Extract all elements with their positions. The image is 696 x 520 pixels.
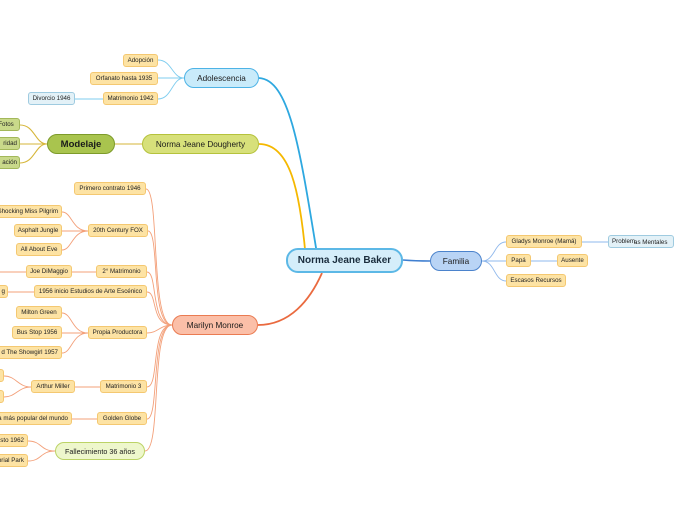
subtopic-arthur-miller[interactable]: Arthur Miller bbox=[31, 380, 75, 393]
topic-familia[interactable]: Familia bbox=[430, 251, 482, 271]
subtopic-estudios-child[interactable]: g bbox=[0, 285, 8, 298]
film-prince-and-the-showgirl[interactable]: d The Showgirl 1957 bbox=[0, 346, 62, 359]
subtopic-primer-contrato[interactable]: Primero contrato 1946 bbox=[74, 182, 146, 195]
subtopic-matrimonio-3[interactable]: Matrimonio 3 bbox=[100, 380, 147, 393]
topic-marilyn-monroe[interactable]: Marilyn Monroe bbox=[172, 315, 258, 335]
marilyn-links bbox=[0, 188, 173, 462]
subtopic-segundo-matrimonio[interactable]: 2° Matrimonio bbox=[96, 265, 147, 278]
subtopic-golden-globe[interactable]: Golden Globe bbox=[97, 412, 147, 425]
adolescencia-links bbox=[75, 59, 185, 100]
subtopic-adopcion[interactable]: Adopción bbox=[123, 54, 158, 67]
subtopic-agosto-1962[interactable]: sto 1962 bbox=[0, 434, 28, 447]
subtopic-miller-child-2 bbox=[0, 390, 4, 403]
subtopic-divorcio-1946[interactable]: Divorcio 1946 bbox=[28, 92, 75, 105]
subtopic-miller-child-1 bbox=[0, 369, 4, 382]
subtopic-orfanato[interactable]: Orfanato hasta 1935 bbox=[90, 72, 158, 85]
subtopic-ausente[interactable]: Ausente bbox=[557, 254, 588, 267]
subtopic-matrimonio-1942[interactable]: Matrimonio 1942 bbox=[103, 92, 158, 105]
subtopic-actriz-mas-popular[interactable]: a más popular del mundo bbox=[0, 412, 72, 425]
topic-adolescencia[interactable]: Adolescencia bbox=[184, 68, 259, 88]
film-shocking-miss-pilgrim[interactable]: Shocking Miss Pilgrim bbox=[0, 205, 62, 218]
subtopic-papa[interactable]: Papá bbox=[506, 254, 531, 267]
subtopic-memorial-park[interactable]: orial Park bbox=[0, 454, 28, 467]
topic-norma-jeane-dougherty[interactable]: Norma Jeane Dougherty bbox=[142, 134, 259, 154]
link-dougherty bbox=[258, 143, 307, 261]
problemas-label-b: as Mentales bbox=[634, 239, 668, 246]
subtopic-estudios-arte-escenico[interactable]: 1956 inicio Estudios de Arte Escénico bbox=[34, 285, 147, 298]
subtopic-milton-green[interactable]: Milton Green bbox=[16, 306, 62, 319]
link-adolescencia bbox=[258, 77, 319, 261]
dougherty-links bbox=[19, 124, 142, 164]
link-marilyn bbox=[257, 272, 323, 326]
subtopic-gladys-monroe[interactable]: Gladys Monroe (Mamá) bbox=[506, 235, 582, 248]
subtopic-joe-dimaggio[interactable]: Joe DiMaggio bbox=[26, 265, 72, 278]
subtopic-popularidad[interactable]: ridad bbox=[0, 137, 20, 150]
subtopic-propia-productora[interactable]: Propia Productora bbox=[88, 326, 147, 339]
subtopic-aceptacion[interactable]: ación bbox=[0, 156, 20, 169]
link-familia bbox=[402, 259, 431, 262]
subtopic-fotos[interactable]: Fotos bbox=[0, 118, 20, 131]
film-all-about-eve[interactable]: All About Eve bbox=[16, 243, 62, 256]
problemas-label-a: Problem bbox=[612, 238, 636, 245]
topic-modelaje[interactable]: Modelaje bbox=[47, 134, 115, 154]
subtopic-20th-century-fox[interactable]: 20th Century FOX bbox=[88, 224, 148, 237]
film-asphalt-jungle[interactable]: Asphalt Jungle bbox=[14, 224, 62, 237]
subtopic-escasos-recursos[interactable]: Escasos Recursos bbox=[506, 274, 566, 287]
topic-fallecimiento[interactable]: Fallecimiento 36 años bbox=[55, 442, 145, 460]
central-topic[interactable]: Norma Jeane Baker bbox=[286, 248, 403, 273]
familia-links bbox=[481, 241, 608, 282]
film-bus-stop[interactable]: Bus Stop 1956 bbox=[12, 326, 62, 339]
